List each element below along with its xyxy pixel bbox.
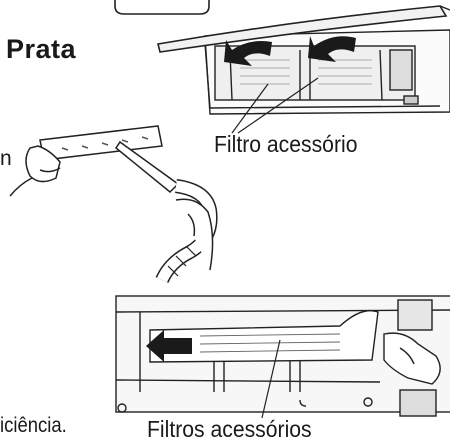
cropped-text-efficiency: iciência. bbox=[0, 414, 67, 437]
section-heading: Prata bbox=[6, 34, 77, 64]
accessory-filter-label: Filtro acessório bbox=[214, 131, 358, 157]
accessory-filters-label: Filtros acessórios bbox=[147, 416, 312, 442]
cropped-text-fragment: n bbox=[0, 147, 12, 170]
